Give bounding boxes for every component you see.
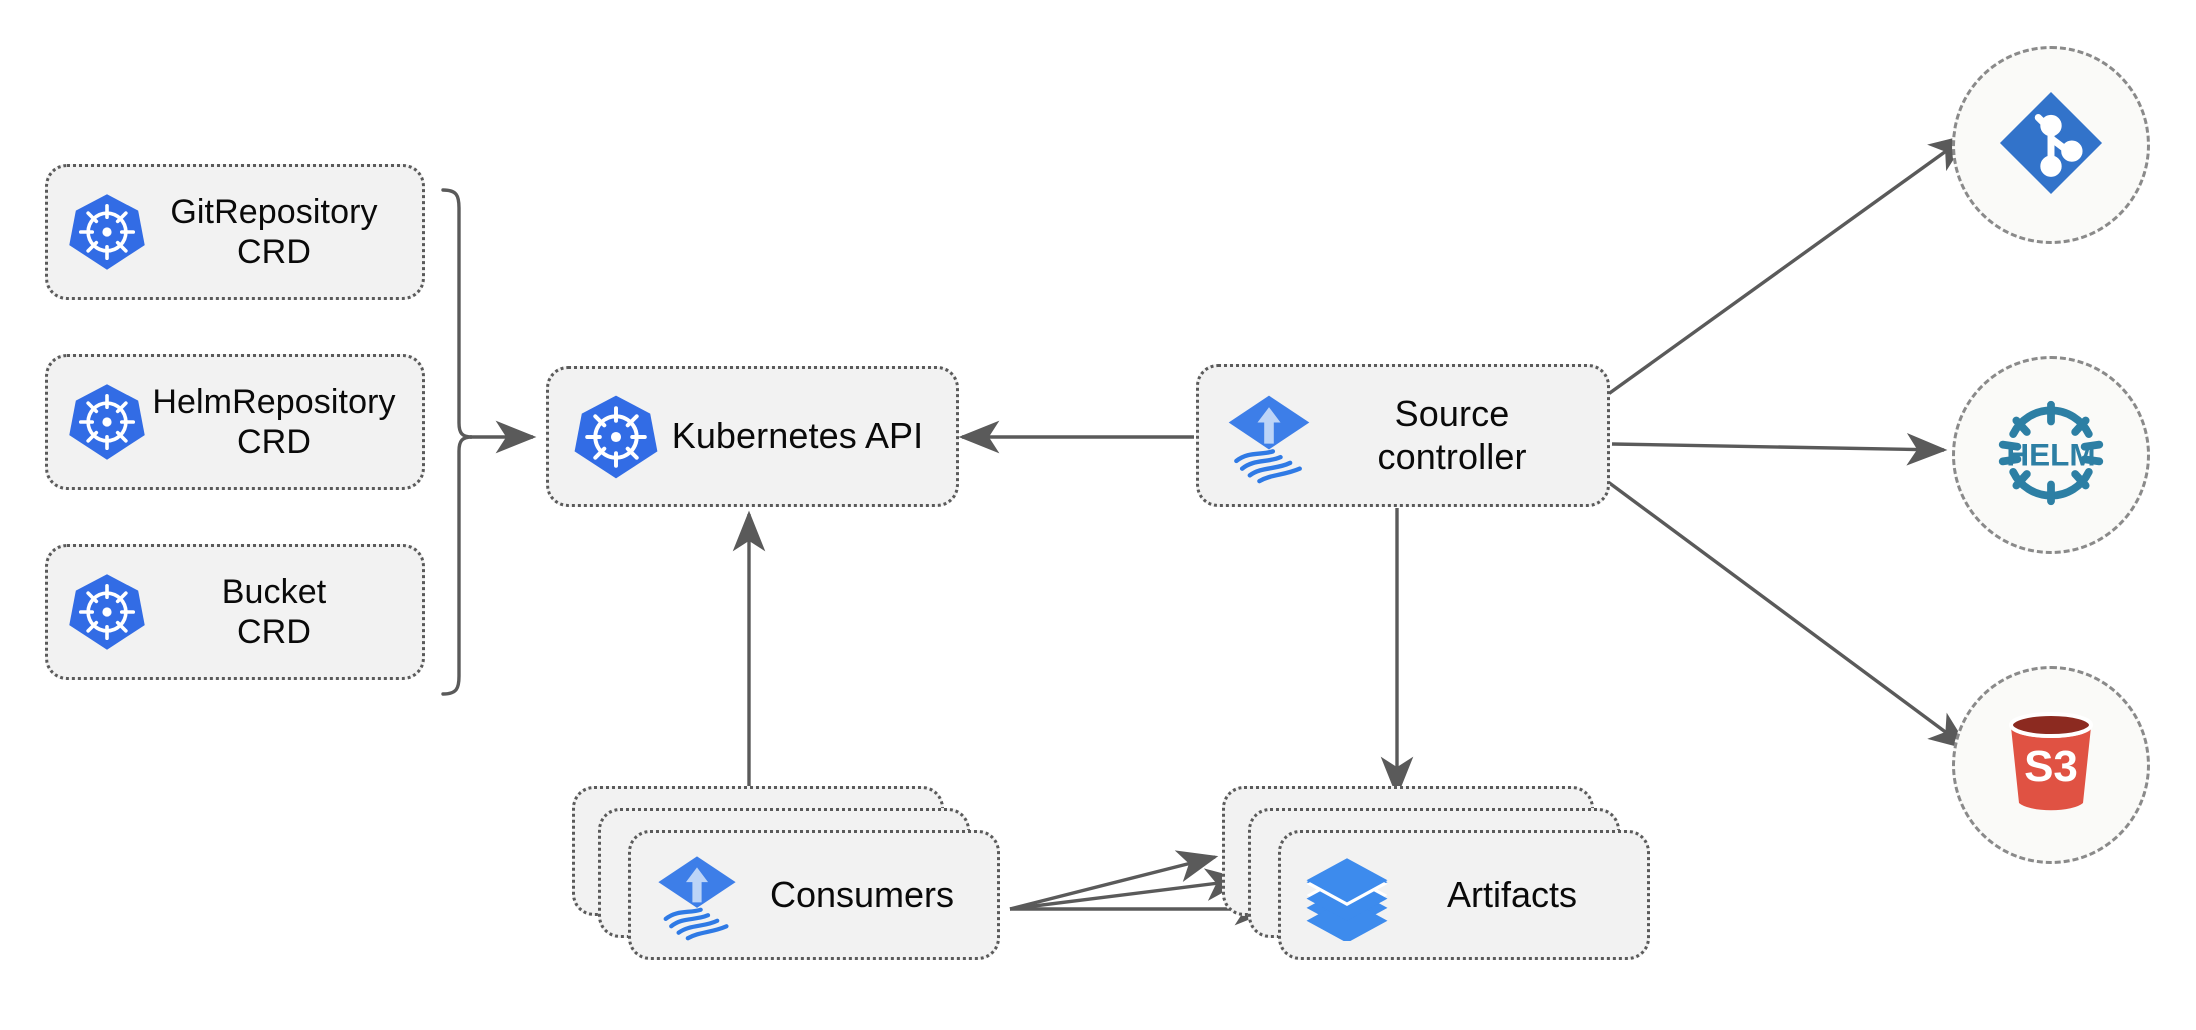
- crd-group-brace: [441, 188, 537, 696]
- node-label: Kubernetes API: [671, 415, 924, 457]
- helm-wordmark: HELM: [2006, 436, 2095, 472]
- edge-source-to-helm: [1611, 433, 1948, 466]
- s3-wordmark: S3: [2024, 742, 2078, 791]
- node-helm-source[interactable]: HELM: [1952, 356, 2150, 554]
- kubernetes-icon: [66, 381, 148, 463]
- kubernetes-icon: [66, 191, 148, 273]
- stack-layer-front[interactable]: Artifacts: [1278, 830, 1650, 960]
- node-gitrepository-crd[interactable]: GitRepository CRD: [45, 164, 425, 300]
- edge-source-to-git: [1599, 134, 1970, 402]
- edge-consumers-to-artifact-2: [1009, 868, 1247, 911]
- node-git-source[interactable]: [1952, 46, 2150, 244]
- node-label: Source controller: [1377, 393, 1527, 477]
- node-label: Artifacts: [1446, 874, 1578, 915]
- node-label: Bucket CRD: [221, 572, 327, 651]
- kubernetes-icon: [571, 392, 661, 482]
- node-kubernetes-api[interactable]: Kubernetes API: [546, 366, 959, 507]
- kubernetes-icon: [66, 571, 148, 653]
- edge-source-to-s3: [1598, 474, 1970, 751]
- git-icon: [1993, 85, 2109, 206]
- node-bucket-crd[interactable]: Bucket CRD: [45, 544, 425, 680]
- node-consumers[interactable]: Consumers: [572, 786, 1012, 976]
- flux-icon: [651, 849, 743, 941]
- s3-icon: S3: [1991, 703, 2111, 828]
- helm-icon: HELM: [1988, 390, 2114, 521]
- stack-layer-front[interactable]: Consumers: [628, 830, 1000, 960]
- edge-consumers-to-artifact-1: [1009, 850, 1219, 911]
- layers-icon: [1301, 849, 1393, 941]
- node-label: GitRepository CRD: [170, 192, 378, 271]
- node-label: Consumers: [769, 874, 955, 915]
- node-helmrepository-crd[interactable]: HelmRepository CRD: [45, 354, 425, 490]
- node-source-controller[interactable]: Source controller: [1196, 364, 1610, 507]
- node-artifacts[interactable]: Artifacts: [1222, 786, 1662, 976]
- node-s3-source[interactable]: S3: [1952, 666, 2150, 864]
- flux-icon: [1221, 388, 1317, 484]
- node-label: HelmRepository CRD: [152, 382, 396, 461]
